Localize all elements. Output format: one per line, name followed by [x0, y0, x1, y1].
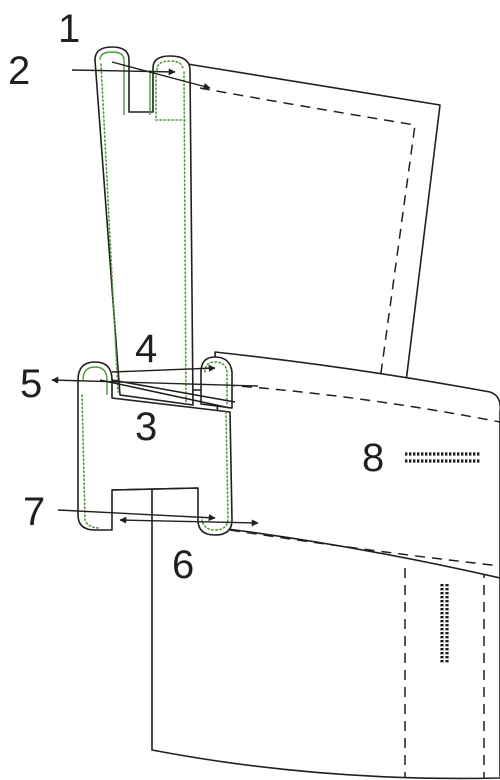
upper-panel: [174, 61, 441, 391]
arrow-2: [71, 68, 176, 76]
arrow-5: [51, 376, 259, 387]
callout-1: 1: [58, 7, 80, 51]
callout-4: 4: [135, 327, 157, 371]
callout-6: 6: [172, 543, 194, 587]
callout-labels: 1 2 3 4 5 6 7 8: [8, 7, 384, 587]
callout-3: 3: [135, 405, 157, 449]
waistband: [214, 351, 500, 579]
callout-2: 2: [8, 49, 30, 93]
arrow-4: [111, 364, 216, 373]
direction-arrows: [51, 61, 259, 527]
callout-8: 8: [362, 436, 384, 480]
callout-7: 7: [23, 490, 45, 534]
arrow-7: [57, 509, 216, 522]
upper-belt-loop: [94, 46, 194, 406]
arrow-6: [119, 516, 259, 527]
callout-5: 5: [20, 362, 42, 406]
